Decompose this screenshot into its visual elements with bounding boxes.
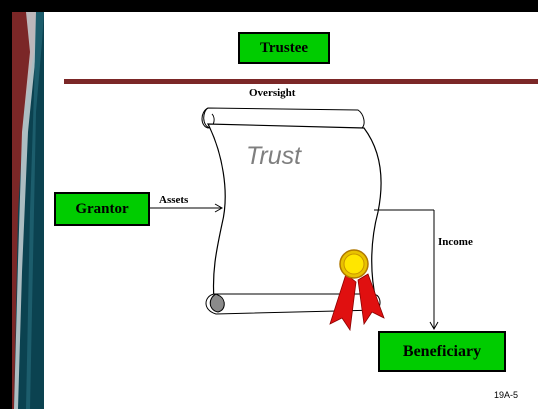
sidebar-decoration — [12, 12, 44, 409]
trustee-label: Trustee — [259, 39, 309, 56]
trustee-box: Trustee — [238, 32, 330, 64]
beneficiary-label: Beneficiary — [402, 342, 482, 360]
scroll-icon — [201, 107, 382, 315]
income-arrow — [374, 209, 439, 331]
grantor-label: Grantor — [75, 200, 129, 217]
trust-label: Trust — [246, 142, 302, 170]
slide: Trustee Grantor Beneficiary Oversight As… — [12, 12, 538, 409]
assets-arrow — [150, 203, 224, 213]
income-label: Income — [438, 236, 473, 248]
oversight-label: Oversight — [249, 87, 296, 99]
diagram-canvas — [64, 79, 538, 332]
horizontal-rule — [64, 79, 538, 84]
beneficiary-box: Beneficiary — [378, 331, 506, 372]
ribbon-seal-icon — [329, 249, 385, 332]
slide-number: 19A-5 — [494, 390, 519, 400]
grantor-box: Grantor — [54, 192, 150, 226]
assets-label: Assets — [159, 194, 189, 206]
